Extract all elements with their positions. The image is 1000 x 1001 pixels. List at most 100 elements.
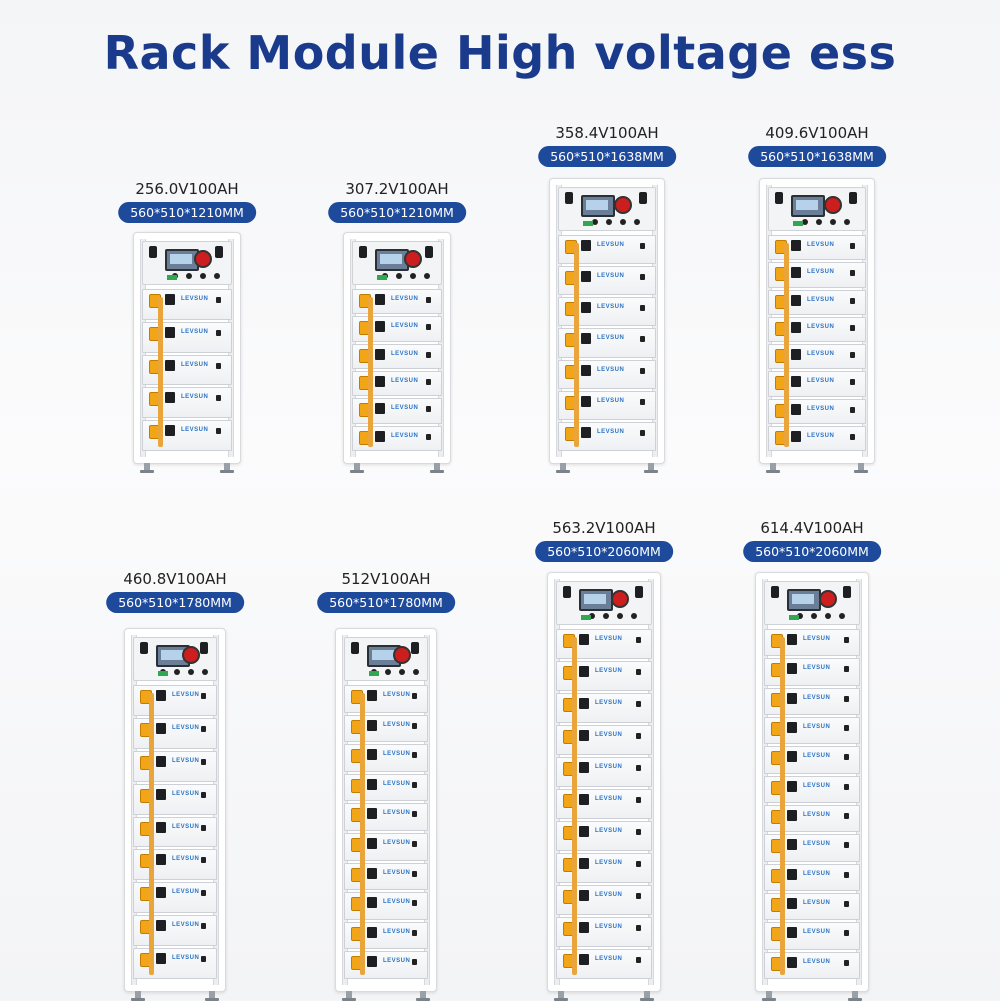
battery-module: LEVSUN — [764, 687, 860, 715]
battery-module: LEVSUN — [344, 803, 428, 831]
port-socket-icon — [606, 219, 612, 225]
module-port-icon — [216, 428, 221, 435]
black-terminal-icon — [579, 954, 589, 965]
module-port-icon — [412, 752, 417, 759]
port-socket-icon — [200, 273, 206, 279]
module-brand-logo: LEVSUN — [172, 823, 200, 830]
module-brand-logo: LEVSUN — [807, 296, 835, 303]
module-port-icon — [640, 367, 645, 374]
black-terminal-icon — [165, 326, 175, 338]
battery-module: LEVSUN — [764, 951, 860, 979]
black-terminal-icon — [791, 294, 801, 306]
battery-module: LEVSUN — [768, 235, 866, 261]
black-terminal-icon — [156, 755, 166, 767]
battery-module: LEVSUN — [142, 354, 232, 386]
black-terminal-icon — [579, 730, 589, 741]
status-led-icon — [581, 615, 591, 620]
module-port-icon — [201, 693, 206, 699]
module-brand-logo: LEVSUN — [383, 692, 411, 698]
black-terminal-icon — [375, 376, 385, 387]
module-port-icon — [844, 871, 849, 878]
black-terminal-icon — [581, 364, 591, 376]
battery-module: LEVSUN — [558, 235, 656, 265]
black-terminal-icon — [156, 854, 166, 866]
battery-module: LEVSUN — [133, 849, 217, 881]
port-socket-icon — [844, 219, 850, 225]
rack-foot — [640, 991, 654, 1001]
black-terminal-icon — [787, 839, 797, 851]
port-socket-icon — [620, 219, 626, 225]
black-terminal-icon — [367, 719, 377, 731]
battery-module: LEVSUN — [764, 805, 860, 833]
battery-module: LEVSUN — [764, 893, 860, 921]
module-port-icon — [201, 857, 206, 864]
terminal-plug-icon — [849, 192, 857, 204]
battery-module: LEVSUN — [142, 289, 232, 320]
port-socket-icon — [174, 669, 180, 675]
battery-module: LEVSUN — [133, 717, 217, 749]
product-voltage-label: 614.4V100AH — [760, 519, 864, 537]
module-brand-logo: LEVSUN — [807, 269, 835, 276]
module-port-icon — [850, 379, 855, 386]
module-brand-logo: LEVSUN — [391, 323, 419, 330]
product-voltage-label: 512V100AH — [341, 570, 431, 588]
battery-module: LEVSUN — [556, 693, 652, 723]
module-brand-logo: LEVSUN — [383, 958, 411, 965]
module-brand-logo: LEVSUN — [597, 335, 625, 342]
status-led-icon — [158, 671, 168, 676]
module-port-icon — [412, 929, 417, 936]
status-led-icon — [377, 275, 387, 280]
module-brand-logo: LEVSUN — [172, 856, 200, 863]
series-cable — [574, 243, 579, 447]
status-led-icon — [793, 221, 803, 226]
battery-module: LEVSUN — [556, 757, 652, 787]
black-terminal-icon — [367, 690, 377, 701]
module-brand-logo: LEVSUN — [383, 780, 411, 787]
module-brand-logo: LEVSUN — [383, 721, 411, 728]
rack-foot — [644, 463, 658, 473]
black-terminal-icon — [156, 887, 166, 899]
module-brand-logo: LEVSUN — [807, 351, 835, 357]
module-port-icon — [412, 959, 417, 966]
black-terminal-icon — [787, 868, 797, 880]
black-terminal-icon — [787, 634, 797, 645]
black-terminal-icon — [367, 897, 377, 909]
product-voltage-label: 358.4V100AH — [555, 124, 659, 142]
black-terminal-icon — [367, 808, 377, 820]
black-terminal-icon — [579, 634, 589, 645]
port-socket-icon — [825, 613, 831, 619]
black-terminal-icon — [165, 392, 175, 404]
module-brand-logo: LEVSUN — [803, 841, 831, 848]
black-terminal-icon — [791, 430, 801, 442]
module-port-icon — [636, 893, 641, 899]
product-dimensions-badge: 560*510*1638MM — [538, 146, 676, 167]
product-voltage-label: 409.6V100AH — [765, 124, 869, 142]
port-socket-icon — [603, 613, 609, 619]
control-box — [764, 581, 860, 625]
black-terminal-icon — [375, 321, 385, 333]
series-cable — [360, 693, 365, 975]
module-brand-logo: LEVSUN — [391, 296, 419, 302]
terminal-plug-icon — [149, 246, 157, 258]
black-terminal-icon — [579, 666, 589, 677]
status-led-icon — [583, 221, 593, 226]
rack-foot — [556, 463, 570, 473]
module-port-icon — [412, 870, 417, 877]
module-port-icon — [636, 701, 641, 707]
module-port-icon — [636, 733, 641, 739]
battery-module: LEVSUN — [142, 420, 232, 451]
lcd-screen-icon — [375, 249, 409, 271]
battery-module: LEVSUN — [764, 775, 860, 803]
series-cable — [149, 693, 154, 975]
black-terminal-icon — [375, 348, 385, 360]
module-port-icon — [201, 758, 206, 765]
terminal-plug-icon — [425, 246, 433, 258]
rack-foot — [350, 463, 364, 473]
terminal-plug-icon — [843, 586, 851, 598]
module-brand-logo: LEVSUN — [172, 724, 200, 731]
battery-module: LEVSUN — [344, 951, 428, 979]
